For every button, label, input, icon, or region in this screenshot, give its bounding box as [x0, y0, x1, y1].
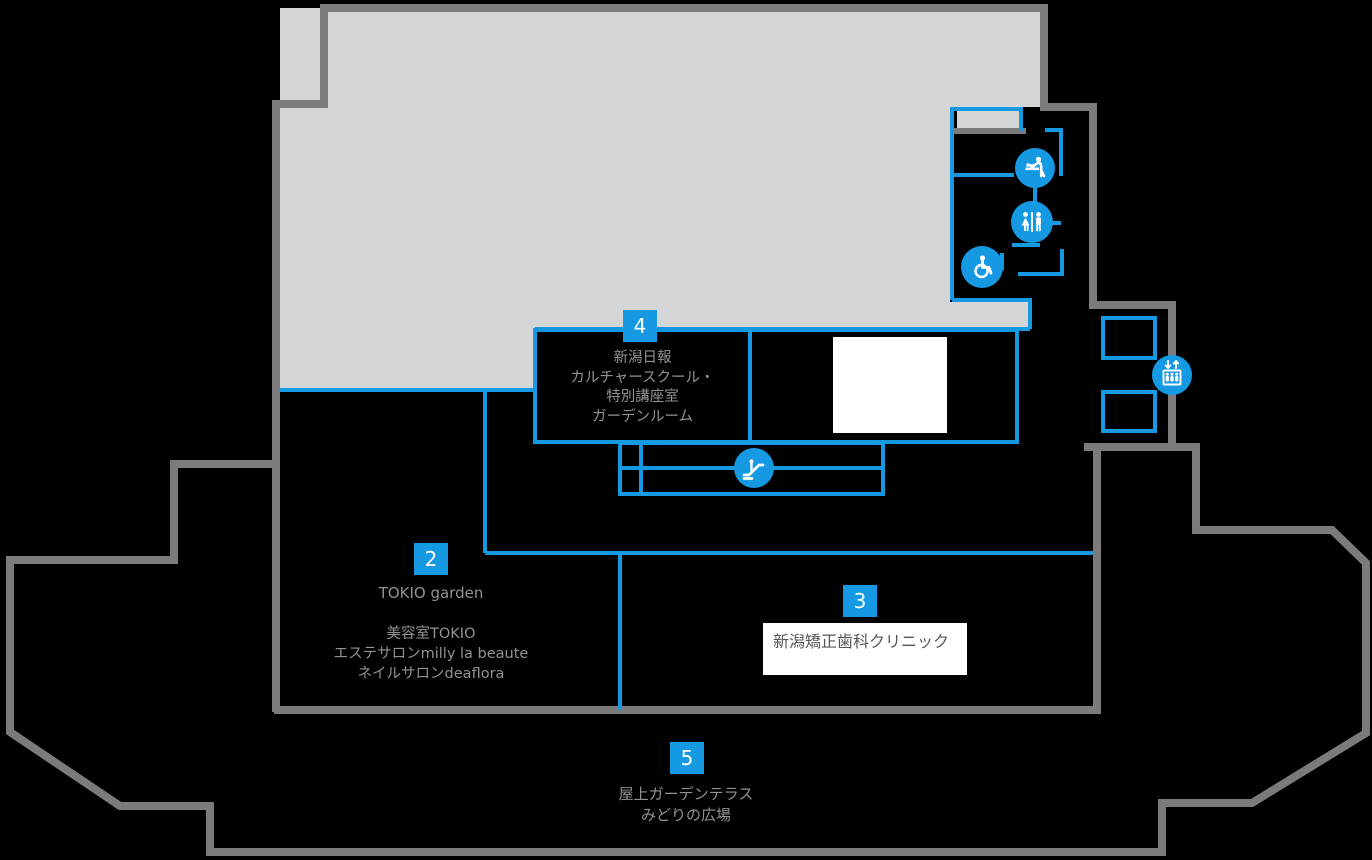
zone4-adjacent-room[interactable] [748, 328, 1019, 444]
elevator-shaft-2 [1101, 390, 1157, 433]
zone2-title: TOKIO garden [378, 584, 484, 602]
zone5-badge[interactable]: 5 [670, 742, 704, 774]
elevator-icon [1152, 355, 1192, 395]
unlabeled-room [833, 337, 947, 433]
zone3-tenant-name: 新潟矯正歯科クリニック [773, 632, 950, 651]
zone4-label-line: カルチャースクール・ [570, 369, 715, 386]
zone5-label-line: みどりの広場 [640, 806, 731, 824]
zone4-label-line: 新潟日報 [613, 350, 672, 366]
zone3-badge[interactable]: 3 [843, 585, 877, 617]
zone5-label: 屋上ガーデンテラス みどりの広場 [586, 784, 786, 826]
zone-divider-lines [483, 390, 1093, 710]
core-block [280, 8, 1042, 389]
zone2-tenant-list: 美容室TOKIO エステサロンmilly la beaute ネイルサロンdea… [300, 624, 562, 684]
elevator-shaft-1 [1101, 316, 1157, 360]
zone2-tenant: 美容室TOKIO [386, 626, 476, 642]
escalator-icon [734, 448, 774, 488]
zone5-label-line: 屋上ガーデンテラス [618, 785, 754, 803]
zone2-tenant: ネイルサロンdeaflora [357, 666, 505, 682]
zone3-tenant-plate[interactable]: 新潟矯正歯科クリニック [763, 623, 967, 675]
elevator-shafts [1101, 316, 1157, 433]
zone4-label-line: ガーデンルーム [591, 408, 694, 425]
baby-changing-icon [1015, 148, 1055, 188]
restroom-walls [950, 107, 1023, 300]
zone4-label: 新潟日報 カルチャースクール・ 特別講座室 ガーデンルーム [535, 349, 750, 427]
zone4-label-line: 特別講座室 [606, 389, 679, 405]
wheelchair-accessible-icon [961, 246, 1003, 288]
building-outline [6, 4, 1370, 856]
restroom-icon [1011, 201, 1053, 243]
zone2-tenant: エステサロンmilly la beaute [333, 646, 529, 662]
zone2-badge[interactable]: 2 [414, 543, 448, 575]
zone4-badge[interactable]: 4 [623, 310, 657, 342]
